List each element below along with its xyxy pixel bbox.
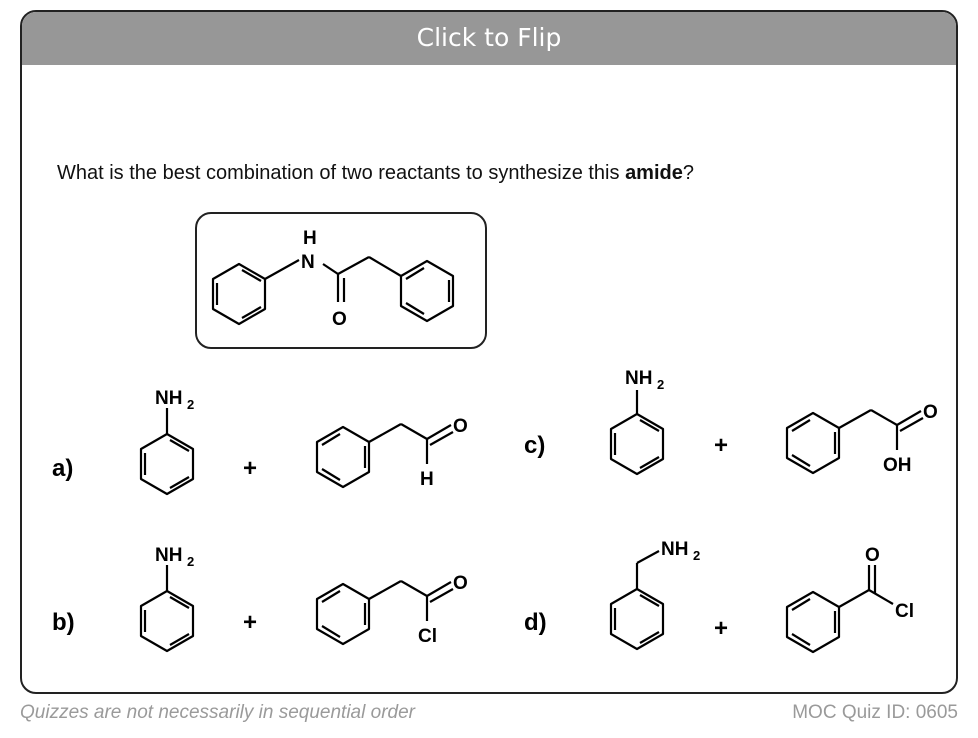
quiz-id: MOC Quiz ID: 0605 xyxy=(792,702,958,723)
option-d-benzoyl-chloride[interactable]: O Cl xyxy=(757,527,937,667)
option-a-O-label: O xyxy=(453,416,468,437)
question-keyword: amide xyxy=(625,162,683,184)
option-d-O-label: O xyxy=(865,545,880,566)
option-c-OH-label: OH xyxy=(883,455,912,476)
option-c-plus: + xyxy=(714,432,729,459)
option-c-label[interactable]: c) xyxy=(524,432,546,459)
option-d-label[interactable]: d) xyxy=(524,609,547,636)
flashcard[interactable]: Click to Flip What is the best combinati… xyxy=(20,10,958,694)
target-H-label: H xyxy=(303,228,317,249)
option-c-carboxylic-acid[interactable]: O OH xyxy=(757,362,938,492)
option-c-O-label: O xyxy=(923,402,938,423)
click-to-flip-button[interactable]: Click to Flip xyxy=(22,12,956,65)
option-d-benzylamine[interactable]: NH 2 xyxy=(587,527,717,667)
option-c-NH-label: NH xyxy=(625,368,652,389)
target-molecule-box: H N O xyxy=(195,212,487,349)
footer-note: Quizzes are not necessarily in sequentia… xyxy=(20,702,415,723)
option-c-NH-subscript: 2 xyxy=(657,377,664,392)
target-O-label: O xyxy=(332,309,347,330)
option-b-aniline[interactable]: NH 2 xyxy=(117,539,227,669)
option-d-Cl-label: Cl xyxy=(895,601,914,622)
option-d-plus: + xyxy=(714,615,729,642)
target-N-label: N xyxy=(301,252,315,273)
option-b-acid-chloride[interactable]: O Cl xyxy=(287,539,468,669)
option-b-NH-subscript: 2 xyxy=(187,554,194,569)
option-a-aldehyde[interactable]: O H xyxy=(287,382,468,512)
option-b-Cl-label: Cl xyxy=(418,626,437,647)
option-d-NH-label: NH xyxy=(661,539,688,560)
option-a-NH-subscript: 2 xyxy=(187,397,194,412)
option-a-NH-label: NH xyxy=(155,388,182,409)
target-amide-structure: H N O xyxy=(211,228,455,330)
option-a-label[interactable]: a) xyxy=(52,455,74,482)
option-a-H-label: H xyxy=(420,469,434,490)
question-text: What is the best combination of two reac… xyxy=(57,162,694,184)
option-b-label[interactable]: b) xyxy=(52,609,75,636)
option-a-plus: + xyxy=(243,455,258,482)
option-a-aniline[interactable]: NH 2 xyxy=(117,382,227,512)
option-b-plus: + xyxy=(243,609,258,636)
option-b-O-label: O xyxy=(453,573,468,594)
option-d-NH-subscript: 2 xyxy=(693,548,700,563)
option-c-aniline[interactable]: NH 2 xyxy=(587,362,697,492)
option-b-NH-label: NH xyxy=(155,545,182,566)
